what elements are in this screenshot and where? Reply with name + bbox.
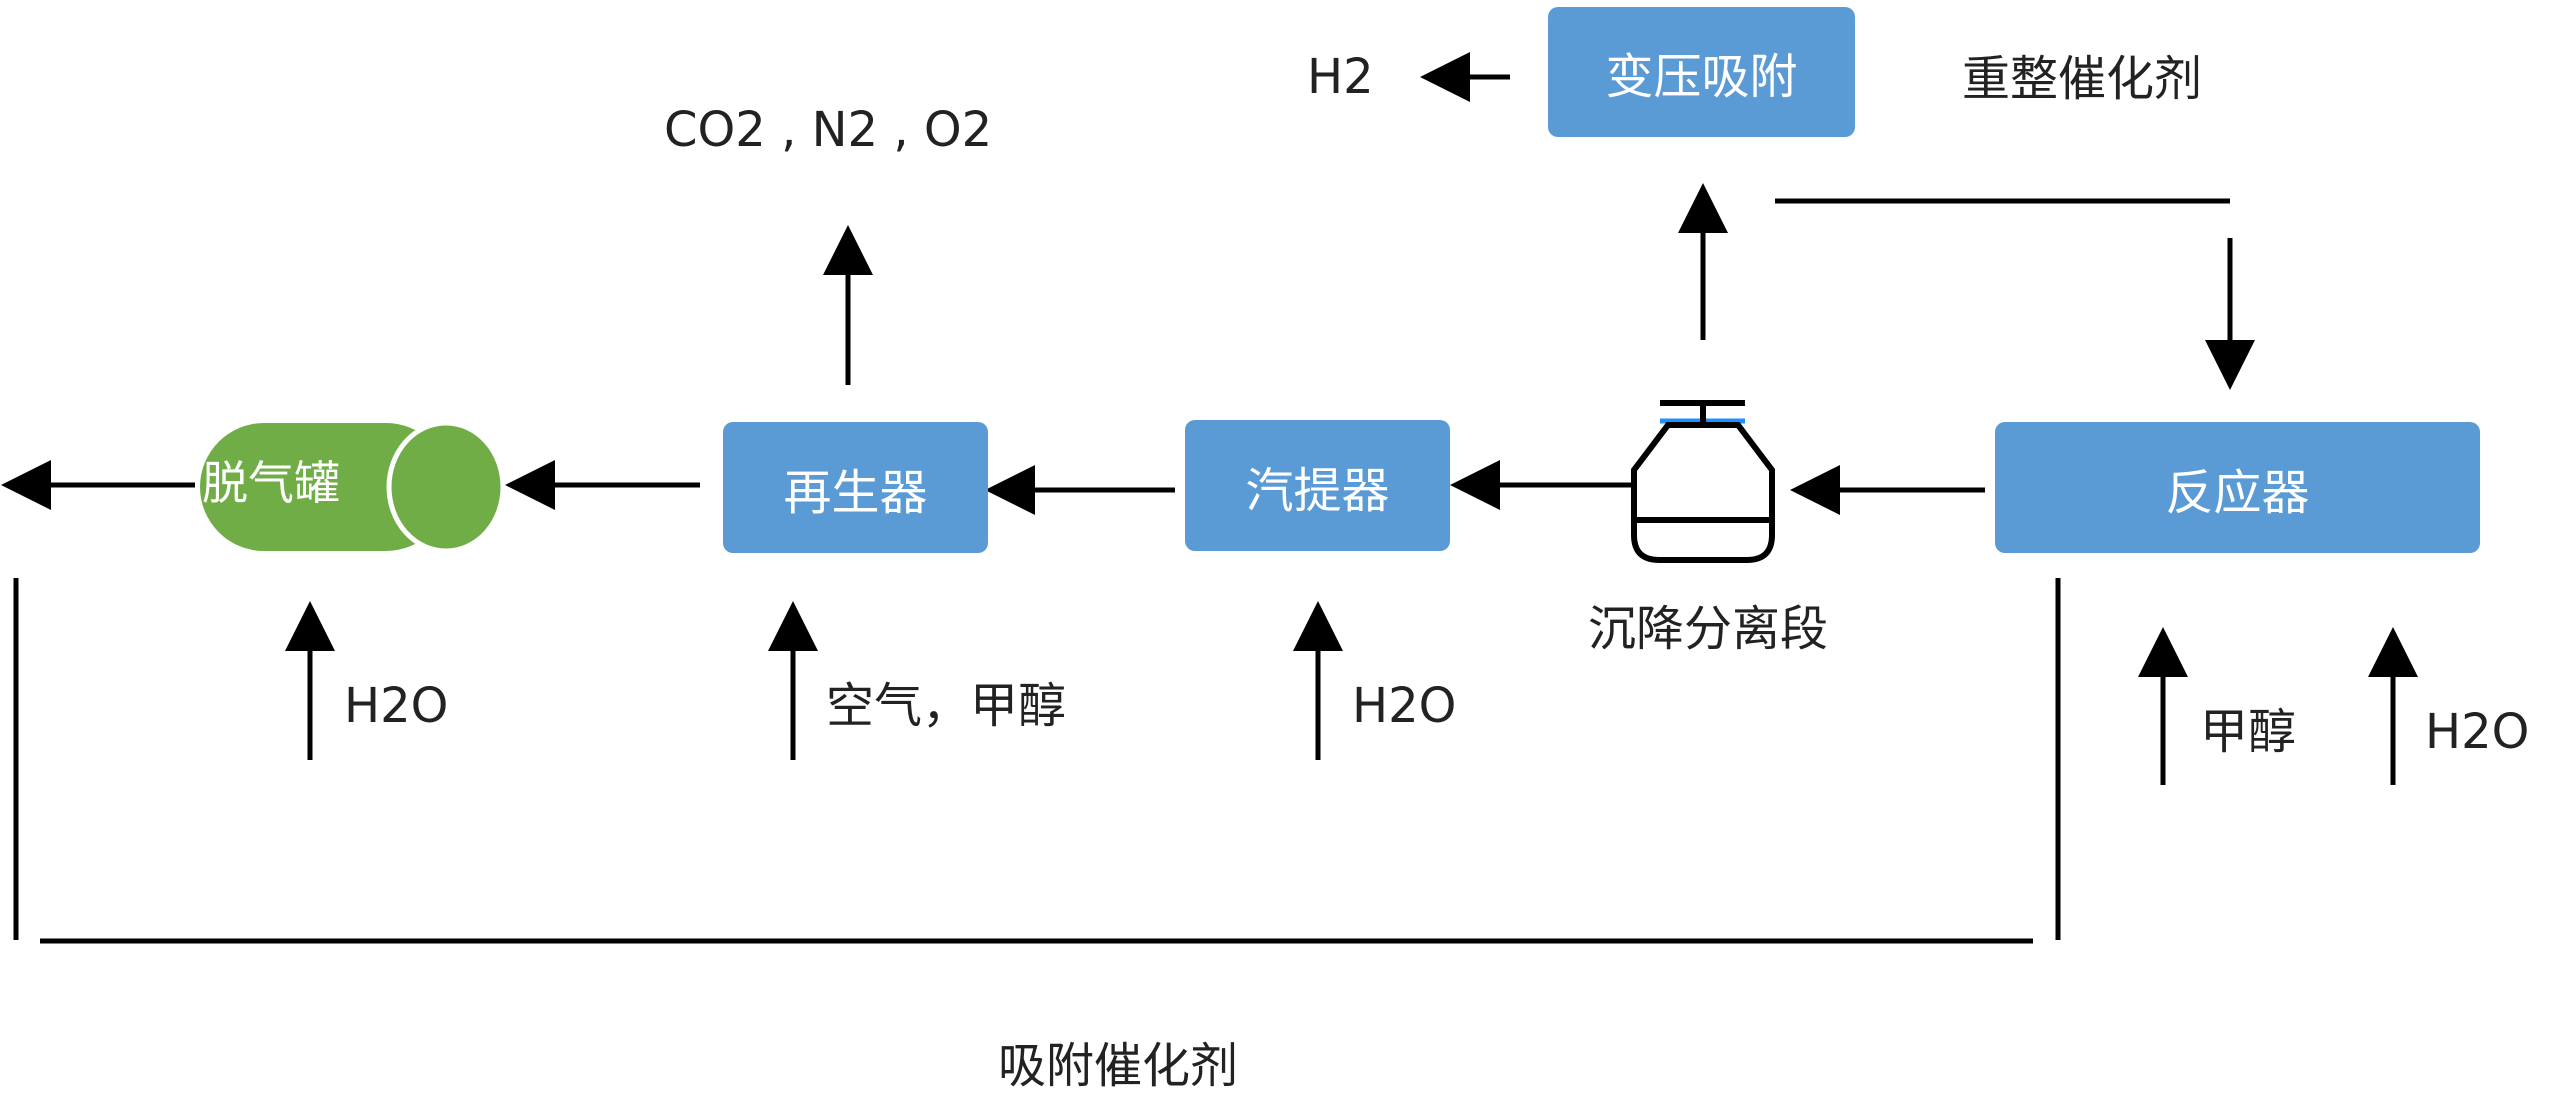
flue-gas-label: CO2 , N2 , O2 [664, 102, 993, 158]
gas-cylinder-icon [1631, 400, 1775, 563]
h2-label: H2 [1307, 49, 1374, 105]
reforming-catalyst-label: 重整催化剂 [1962, 51, 2203, 107]
degas-h2o-label: H2O [344, 678, 449, 734]
reactor-methanol-label: 甲醇 [2200, 704, 2297, 760]
psa-unit: 变压吸附 [1548, 7, 1855, 137]
horizontal-tank-icon [200, 420, 506, 554]
stripper-unit: 汽提器 [1185, 420, 1450, 551]
stripper-h2o-label: H2O [1352, 678, 1457, 734]
reactor-unit: 反应器 [1995, 422, 2480, 553]
degas-tank-label: 脱气罐 [202, 456, 340, 510]
reactor-h2o-label: H2O [2425, 704, 2530, 760]
regenerator-unit: 再生器 [723, 422, 988, 553]
settler-label: 沉降分离段 [1588, 601, 1829, 657]
adsorption-catalyst-label: 吸附催化剂 [998, 1038, 1239, 1094]
regen-feed-label: 空气，甲醇 [826, 678, 1067, 734]
